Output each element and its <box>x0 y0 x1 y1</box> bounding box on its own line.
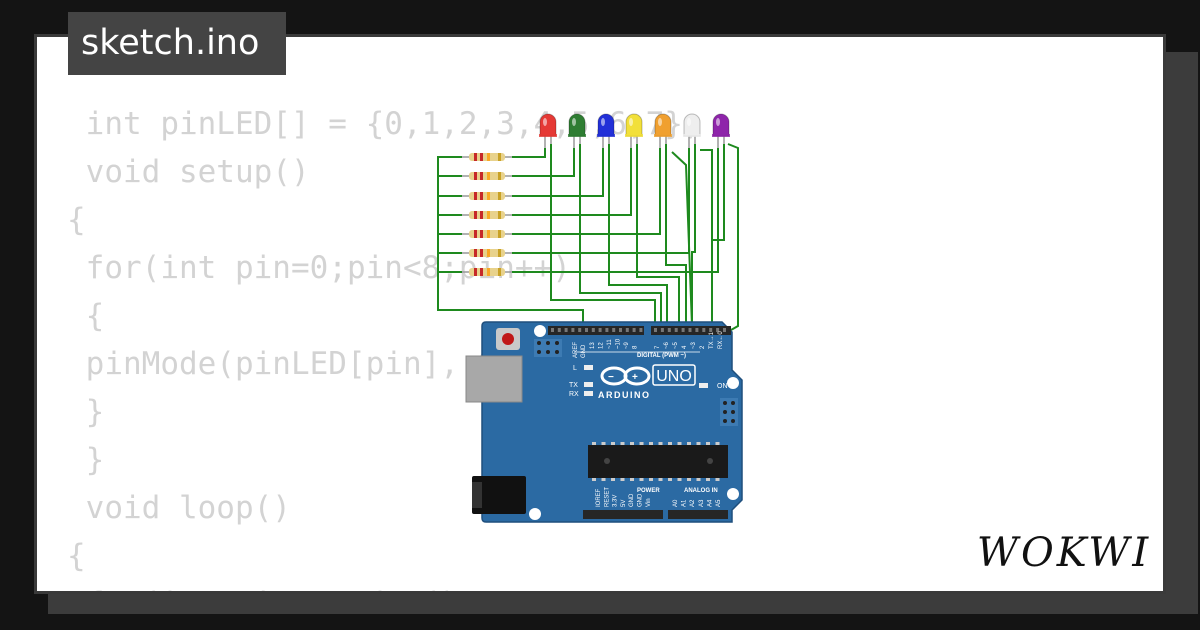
resistor[interactable] <box>462 153 512 161</box>
svg-text:−: − <box>608 372 614 383</box>
pin-label: 2 <box>700 345 706 349</box>
icsp-header <box>534 339 562 357</box>
pin-label: ~11 <box>607 339 613 349</box>
arduino-logo-icon <box>600 366 651 386</box>
code-line: for(int pin=0;pin<8;pin++) <box>67 250 571 286</box>
resistor[interactable] <box>462 249 512 257</box>
pin-label: ~10 <box>616 338 622 349</box>
pin-label: ~5 <box>673 341 679 349</box>
code-line: for(int pin=random(); <box>67 580 702 591</box>
code-line: } <box>67 394 105 430</box>
mount-hole <box>727 488 739 500</box>
pin-label: Vin <box>646 498 652 507</box>
pin-label: RESET <box>604 487 610 507</box>
on-label: ON <box>717 383 728 390</box>
pin-label: GND <box>629 493 635 507</box>
pin-label: GND <box>581 344 587 358</box>
pin-label: 12 <box>599 342 605 349</box>
code-line: } <box>67 442 105 478</box>
digital-header-left <box>548 326 644 335</box>
svg-text:+: + <box>632 372 638 383</box>
digital-header-label: DIGITAL (PWM ~) <box>637 353 686 359</box>
pin-label: ~3 <box>691 341 697 349</box>
arduino-uno-board[interactable]: ON L TX RX − + UNO ARDUINO DIGITAL (PWM … <box>465 321 743 523</box>
resistor[interactable] <box>462 211 512 219</box>
pin-label: AREF <box>573 342 579 358</box>
led[interactable] <box>625 113 643 148</box>
led[interactable] <box>654 113 672 148</box>
rx-label: RX <box>569 391 579 398</box>
wires <box>437 143 739 331</box>
icsp2-header <box>720 398 738 426</box>
wokwi-logo: WOKWI <box>978 530 1150 576</box>
resistors <box>462 153 512 276</box>
code-line: { <box>67 298 105 334</box>
mount-hole <box>534 325 546 337</box>
atmega-chip <box>588 445 728 478</box>
wokwi-logo-text: WOKWI <box>978 530 1150 576</box>
code-line: { <box>67 538 86 574</box>
pin-label: IOREF <box>596 488 602 507</box>
pin-label: 4 <box>682 345 688 349</box>
code-line: int pinLED[] = {0,1,2,3,4,5,6,7}; <box>67 106 702 142</box>
pin-label: ~6 <box>664 341 670 349</box>
led[interactable] <box>539 113 557 148</box>
resistor[interactable] <box>462 230 512 238</box>
code-line: void loop() <box>67 490 291 526</box>
led[interactable] <box>597 113 615 148</box>
uno-label: UNO <box>656 368 692 385</box>
mount-hole <box>727 377 739 389</box>
pin-label: 3.3V <box>613 495 619 507</box>
pin-label: ~9 <box>624 341 630 349</box>
pin-label: A5 <box>716 499 722 507</box>
analog-header <box>668 510 728 519</box>
power-jack <box>472 476 526 514</box>
filename-tab[interactable]: sketch.ino <box>68 12 286 75</box>
led[interactable] <box>712 113 730 148</box>
led-array <box>539 113 730 148</box>
pin-label: A2 <box>690 499 696 507</box>
pin-label: A0 <box>673 499 679 507</box>
pin-label: TX→1 <box>709 331 715 349</box>
pin-label: 13 <box>590 342 596 349</box>
resistor[interactable] <box>462 192 512 200</box>
mount-hole <box>529 508 541 520</box>
code-line: { <box>67 202 86 238</box>
led[interactable] <box>568 113 586 148</box>
reset-button-cap[interactable] <box>502 333 514 345</box>
analog-in-label: ANALOG IN <box>684 488 718 494</box>
pin-label: 7 <box>655 345 661 349</box>
code-line: void setup() <box>67 154 310 190</box>
usb-port <box>465 355 523 403</box>
pin-label: A3 <box>699 499 705 507</box>
power-label: POWER <box>637 488 660 494</box>
l-label: L <box>573 365 577 372</box>
tx-label: TX <box>569 382 578 389</box>
resistor[interactable] <box>462 268 512 276</box>
power-header <box>583 510 663 519</box>
arduino-label: ARDUINO <box>598 390 651 400</box>
pin-label: 5V <box>621 500 627 507</box>
pin-label: A1 <box>682 499 688 507</box>
resistor[interactable] <box>462 172 512 180</box>
pin-label: A4 <box>707 499 713 507</box>
pin-label: 8 <box>633 345 639 349</box>
led[interactable] <box>683 113 701 148</box>
pin-label: RX←0 <box>718 331 724 349</box>
pin-label: GND <box>638 493 644 507</box>
